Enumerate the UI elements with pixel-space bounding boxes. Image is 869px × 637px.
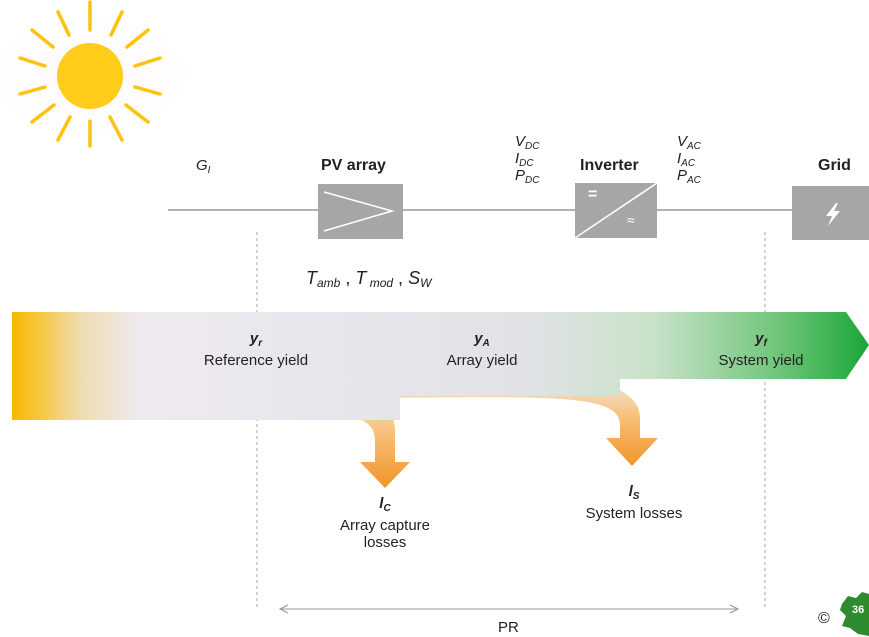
dc-power-label: PDC bbox=[515, 167, 540, 186]
system-loss-arrow bbox=[375, 373, 658, 466]
inverter-box bbox=[574, 182, 658, 239]
array-yield-label: yA Array yield bbox=[446, 330, 518, 369]
irradiance-label: GI bbox=[196, 157, 211, 176]
inverter-title: Inverter bbox=[580, 157, 639, 174]
dc-voltage-label: VDC bbox=[515, 133, 540, 152]
dc-current-label: IDC bbox=[515, 150, 534, 169]
sun-icon bbox=[0, 0, 210, 148]
pv-array-title: PV array bbox=[321, 157, 386, 174]
system-losses-label: lS System losses bbox=[585, 483, 683, 522]
performance-ratio-label: PR bbox=[498, 619, 519, 636]
grid-title: Grid bbox=[818, 157, 851, 174]
pv-array-params: Tamb , T mod , SW bbox=[306, 268, 432, 290]
reference-yield-label: yr Reference yield bbox=[203, 330, 309, 369]
inverter-dc-symbol: = bbox=[588, 186, 598, 203]
logo-text: 36 bbox=[852, 604, 865, 616]
ac-power-label: PAC bbox=[677, 167, 701, 186]
yield-flow-arrow bbox=[12, 312, 869, 420]
pv-array-box bbox=[318, 184, 403, 239]
ac-voltage-label: VAC bbox=[677, 133, 701, 152]
system-yield-label: yf System yield bbox=[718, 330, 804, 369]
grid-box bbox=[792, 186, 869, 240]
array-capture-losses-label: lC Array capture losses bbox=[339, 495, 431, 551]
leaf-logo-icon bbox=[840, 592, 869, 636]
inverter-ac-symbol: ≈ bbox=[627, 212, 635, 228]
ac-current-label: IAC bbox=[677, 150, 696, 169]
lightning-bolt-icon bbox=[826, 203, 840, 226]
copyright-symbol: © bbox=[818, 610, 830, 627]
